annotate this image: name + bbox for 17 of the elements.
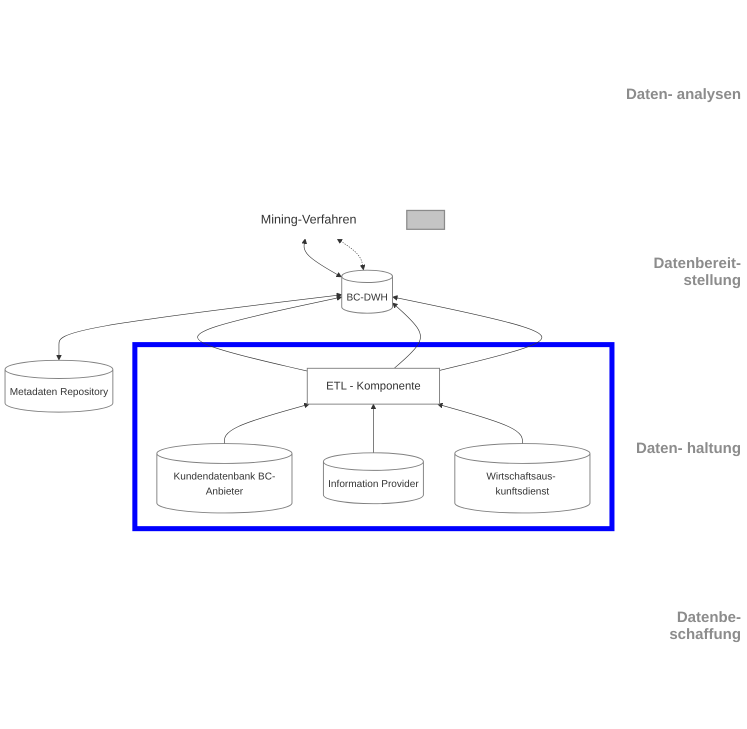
- layer-label: Datenbereit- stellung: [652, 254, 741, 289]
- arrow: [336, 238, 366, 270]
- arrow: [370, 404, 376, 453]
- layer-label: Daten- analysen: [624, 86, 741, 103]
- cluster: [132, 342, 614, 531]
- arrow: [302, 238, 342, 277]
- layer-label: Datenbe- schaffung: [668, 609, 741, 644]
- node-box: ETL - Komponente: [306, 367, 440, 404]
- arrow: [392, 302, 421, 368]
- arrow: [224, 402, 310, 444]
- arrow: [437, 402, 523, 444]
- arrow: [197, 295, 342, 371]
- arrow: [56, 292, 342, 360]
- layer-label: Daten- haltung: [635, 440, 741, 458]
- arrow: [392, 294, 542, 370]
- node-text: Mining-Verfahren: [260, 212, 356, 226]
- node-box: [406, 209, 446, 230]
